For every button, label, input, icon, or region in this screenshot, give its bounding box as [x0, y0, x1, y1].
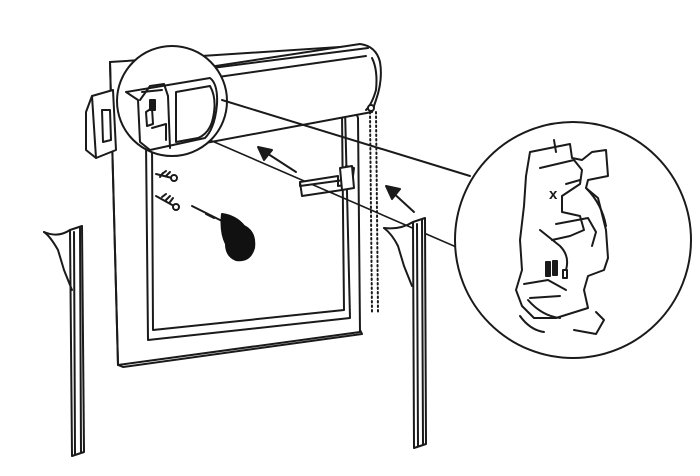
bead-chain — [369, 111, 379, 313]
detail-circle-large — [454, 121, 692, 359]
detail-circle-small — [116, 45, 228, 157]
screw-1 — [155, 170, 178, 182]
callout-marker-label: x — [549, 186, 558, 203]
arrow-rail — [385, 185, 415, 213]
screwdriver — [191, 205, 256, 262]
screw-2 — [155, 193, 180, 211]
arrow-cassette — [257, 146, 297, 173]
guide-rail-right — [383, 217, 427, 449]
side-fixing-bracket — [299, 165, 355, 197]
callout-line — [211, 99, 478, 257]
side-bracket — [85, 89, 117, 159]
guide-rail-left — [43, 225, 85, 457]
